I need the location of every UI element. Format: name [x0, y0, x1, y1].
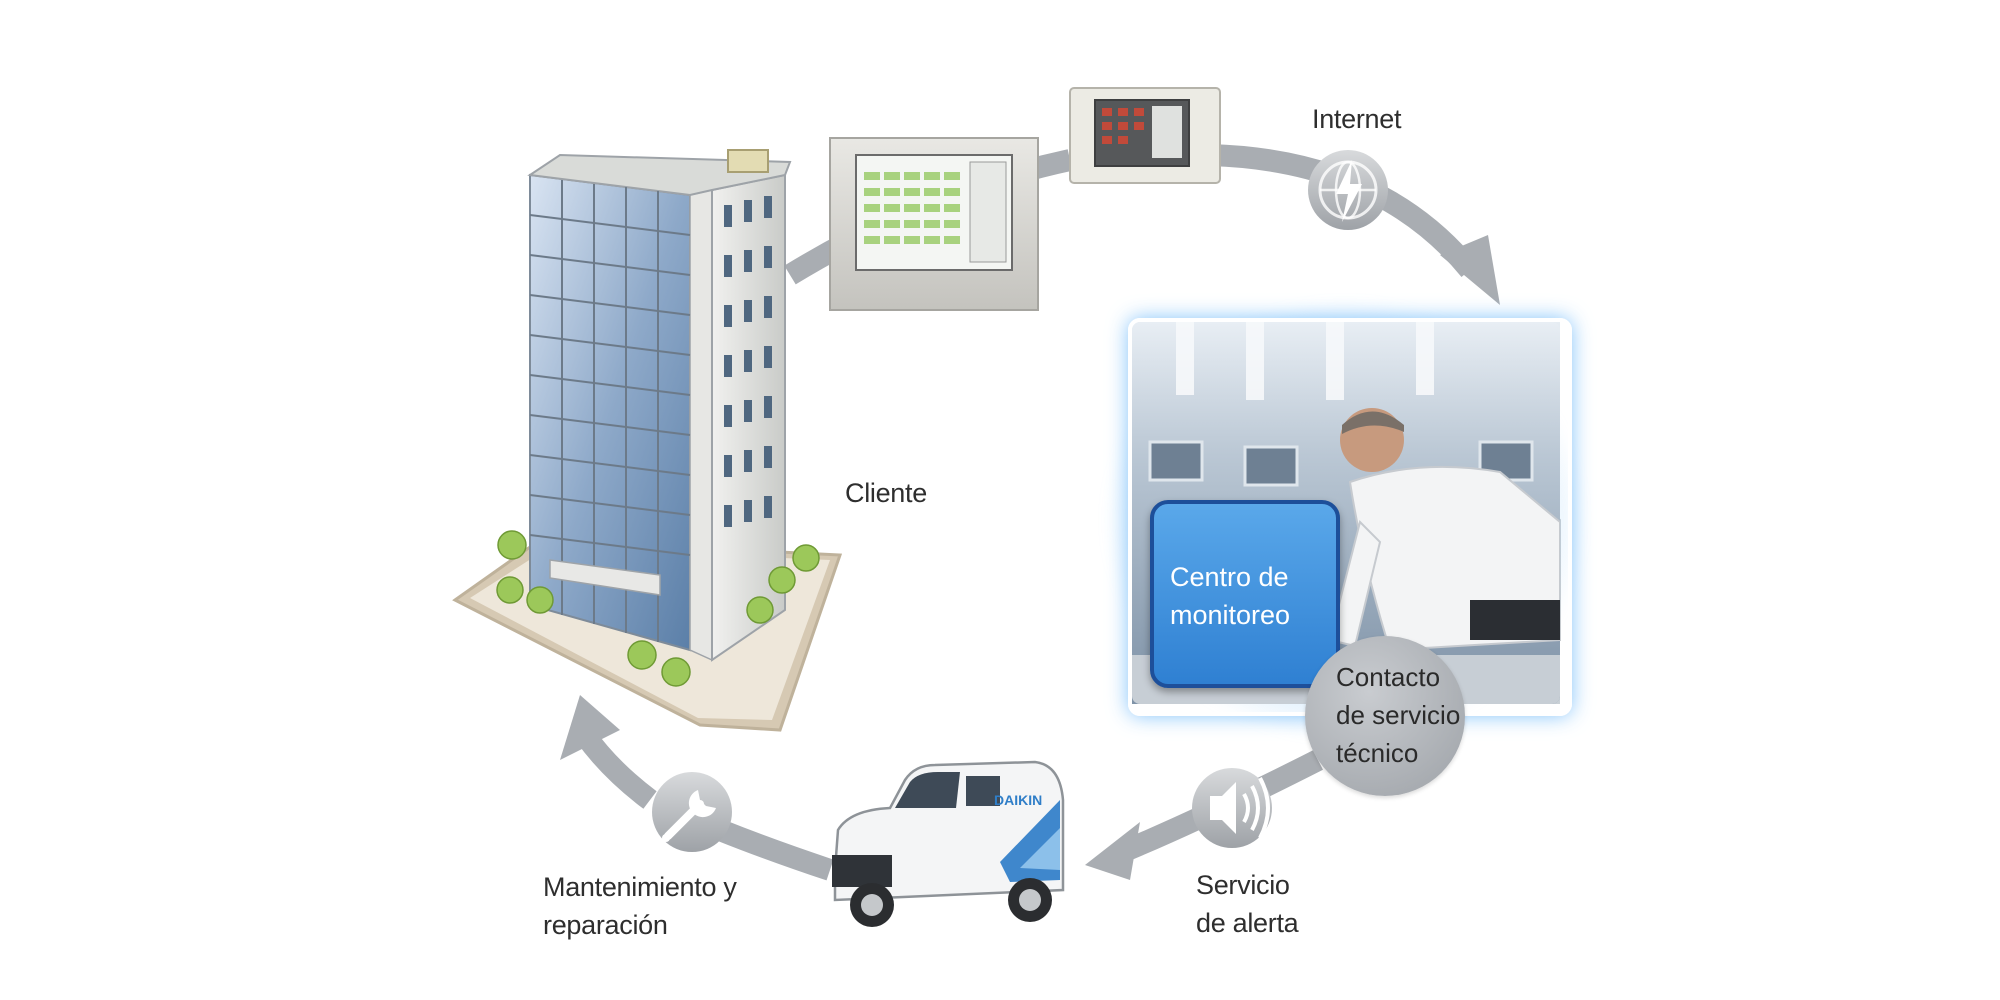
alert-label: Servicio de alerta [1196, 866, 1299, 942]
maintenance-label: Mantenimiento y reparación [543, 868, 737, 944]
client-label-text: Cliente [845, 478, 927, 508]
arrow-segment-maint [576, 728, 657, 809]
maintenance-line-2: reparación [543, 910, 668, 940]
alert-line-2: de alerta [1196, 908, 1299, 938]
wrench-icon [652, 772, 732, 852]
contact-line-2: de servicio [1336, 700, 1461, 730]
contact-line-1: Contacto [1336, 662, 1441, 692]
monitoring-center-line-2: monitoreo [1170, 600, 1291, 630]
monitoring-center-label: Centro de monitoreo [1170, 558, 1290, 634]
service-van: DAIKIN [832, 760, 1065, 927]
contact-circle [1305, 636, 1465, 796]
arrow-segment-van [715, 819, 834, 881]
speaker-icon [1192, 768, 1272, 848]
maintenance-line-1: Mantenimiento y [543, 872, 737, 902]
monitoring-center-box [1150, 500, 1340, 688]
alert-line-1: Servicio [1196, 870, 1290, 900]
wall-controller [1069, 87, 1221, 184]
arrow-head-to-van [1085, 822, 1140, 880]
van-logo: DAIKIN [994, 792, 1042, 808]
touch-panel-controller [829, 137, 1039, 311]
internet-label-text: Internet [1312, 104, 1402, 134]
building-illustration [452, 149, 843, 732]
arrow-head-to-building [560, 695, 620, 760]
globe-lightning-icon [1308, 150, 1388, 230]
contact-line-3: técnico [1336, 738, 1419, 768]
monitoring-center-line-1: Centro de [1170, 562, 1289, 592]
arrow-head-to-monitor [1440, 235, 1500, 305]
internet-label: Internet [1312, 100, 1401, 138]
contact-label: Contacto de servicio técnico [1336, 658, 1460, 772]
client-label: Cliente [845, 474, 927, 512]
